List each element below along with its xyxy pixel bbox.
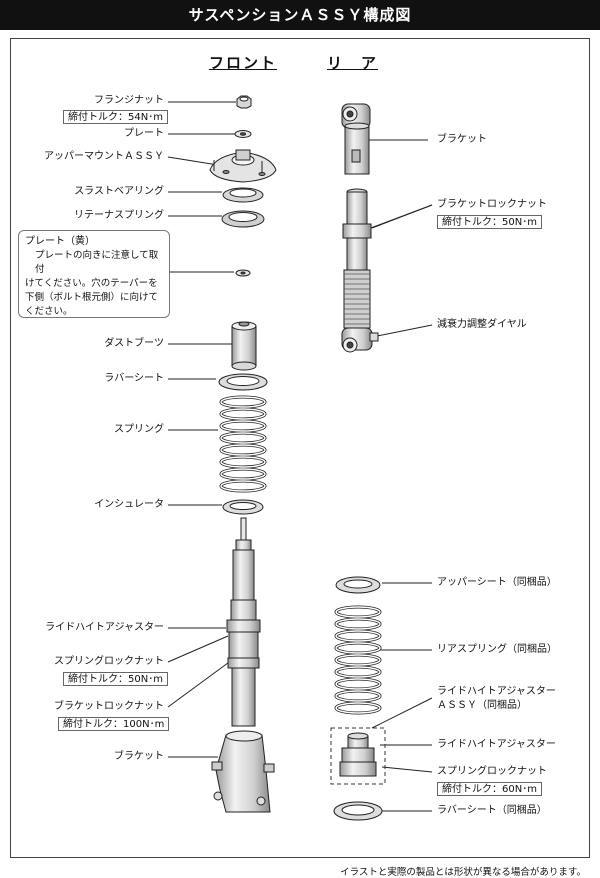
front-upper-mount-label: アッパーマウントＡＳＳＹ [44, 151, 164, 162]
front-spring-lock-nut-torque: 締付トルク：50N･m [63, 672, 168, 686]
front-dust-boot-label: ダストブーツ [104, 338, 164, 349]
rear-ride-height-assy-label: ライドハイトアジャスター [437, 686, 556, 697]
note-line-4: ください。 [25, 306, 73, 317]
rear-upper-seat-label: アッパーシート（同梱品） [437, 577, 557, 588]
rear-bracket-label: ブラケット [437, 134, 487, 145]
rear-bracket-lock-nut-torque: 締付トルク：50N･m [437, 215, 542, 229]
front-flange-nut-label: フランジナット [94, 95, 164, 106]
plate-orientation-note: プレート（黄） プレートの向きに注意して取付 けてください。穴のテーパーを 下側… [18, 230, 170, 318]
page-title: サスペンションＡＳＳＹ構成図 [0, 0, 600, 30]
rear-ride-height-adjuster-label: ライドハイトアジャスター [437, 739, 556, 750]
front-thrust-bearing-label: スラストベアリング [74, 186, 164, 197]
rear-spring-lock-nut-label: スプリングロックナット [437, 766, 547, 777]
front-spring-label: スプリング [114, 424, 164, 435]
front-bracket-lock-nut-label: ブラケットロックナット [54, 701, 164, 712]
rear-ride-height-assy-sub: ＡＳＳＹ（同梱品） [437, 700, 527, 711]
diagram-frame [10, 38, 590, 858]
front-flange-nut-torque: 締付トルク：54N･m [63, 110, 168, 124]
rear-bracket-lock-nut-label: ブラケットロックナット [437, 199, 547, 210]
front-heading: フロント [209, 54, 278, 72]
front-spring-lock-nut-label: スプリングロックナット [54, 656, 164, 667]
rear-spring-label: リアスプリング（同梱品） [437, 644, 557, 655]
front-retainer-spring-label: リテーナスプリング [74, 210, 164, 221]
note-line-3: 下側（ボルト根元側）に向けて [25, 292, 159, 303]
front-ride-height-adjuster-label: ライドハイトアジャスター [45, 622, 164, 633]
note-title: プレート（黄） [25, 236, 95, 247]
front-plate-label: プレート [124, 128, 164, 139]
rear-heading: リ ア [327, 54, 379, 72]
front-bracket-label: ブラケット [114, 751, 164, 762]
front-rubber-seat-label: ラバーシート [104, 373, 164, 384]
note-line-1: プレートの向きに注意して取付 [35, 250, 159, 275]
rear-spring-lock-nut-torque: 締付トルク：60N･m [437, 782, 542, 796]
disclaimer-footer: イラストと実際の製品とは形状が異なる場合があります。 [340, 867, 586, 878]
front-insulator-label: インシュレータ [94, 499, 164, 510]
rear-rubber-seat-label: ラバーシート（同梱品） [437, 805, 547, 816]
front-bracket-lock-nut-torque: 締付トルク：100N･m [58, 717, 170, 731]
rear-damping-dial-label: 減衰力調整ダイヤル [437, 319, 527, 330]
note-line-2: けてください。穴のテーパーを [25, 278, 158, 289]
